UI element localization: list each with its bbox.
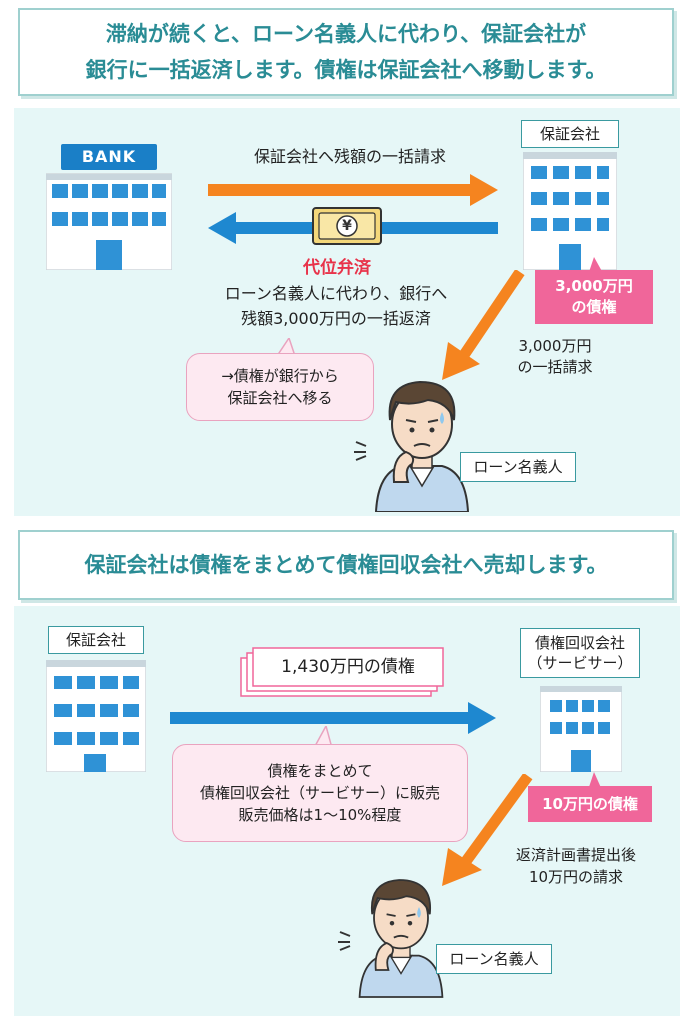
bubble1-tail (276, 338, 296, 356)
yen-banknote-icon (312, 207, 382, 245)
claim-box-line1: 3,000万円 (555, 277, 633, 295)
bubble2-line2: 債権回収会社（サービサー）に販売 (199, 784, 440, 802)
guarantor-building-icon (523, 152, 617, 270)
blue-arrow-right (170, 702, 496, 734)
borrower-label-2: ローン名義人 (436, 944, 552, 974)
subrogation-title: 代位弁済 (303, 258, 371, 278)
sweat-marks-icon-2 (338, 931, 351, 951)
worried-borrower-icon (374, 380, 470, 512)
section2-header-line1: 保証会社は債権をまとめて債権回収会社へ売却します。 (84, 553, 608, 577)
servicer-label-line2: （サービサー） (527, 654, 633, 672)
claim-box-3000: 3,000万円 の債権 (535, 270, 653, 324)
bank-building-icon (46, 144, 172, 270)
yen-symbol: ¥ (342, 218, 352, 234)
claim-box-10: 10万円の債権 (528, 786, 652, 822)
bubble2-tail (313, 726, 333, 748)
bubble-claim-transfer: →債権が銀行から 保証会社へ移る (186, 353, 374, 421)
bank-sign-text: BANK (81, 147, 137, 166)
section1-header-line2: 銀行に一括返済します。債権は保証会社へ移動します。 (85, 58, 607, 82)
servicer-building-icon (540, 686, 622, 772)
orange-diagonal-arrow-2 (442, 774, 533, 886)
bubble1-line2: 保証会社へ移る (227, 389, 333, 407)
subrogation-line2: 残額3,000万円の一括返済 (241, 309, 431, 328)
section1-header-line1: 滞納が続くと、ローン名義人に代わり、保証会社が (105, 22, 587, 46)
guarantor-building-icon-2 (46, 660, 146, 772)
bubble2-line3: 販売価格は1〜10%程度 (238, 806, 402, 824)
claim-box-line2: の債権 (571, 298, 617, 316)
section2-header: 保証会社は債権をまとめて債権回収会社へ売却します。 (18, 530, 674, 600)
worried-borrower-icon-2 (358, 879, 444, 998)
orange-diagonal-arrow (442, 270, 525, 380)
section1-header: 滞納が続くと、ローン名義人に代わり、保証会社が 銀行に一括返済します。債権は保証… (18, 8, 674, 96)
bubble2-line1: 債権をまとめて (267, 762, 373, 780)
claim-box2-pointer (588, 772, 602, 790)
repay-line1: 返済計画書提出後 (515, 846, 636, 864)
claim-card-text: 1,430万円の債権 (281, 657, 415, 677)
guarantor-label-2: 保証会社 (48, 626, 144, 654)
subrogation-line1: ローン名義人に代わり、銀行へ (224, 284, 448, 303)
lump-sum-line2: の一括請求 (517, 358, 593, 376)
sweat-marks-icon (354, 441, 367, 461)
bubble1-line1: →債権が銀行から (221, 367, 339, 385)
servicer-label-line1: 債権回収会社 (534, 634, 625, 652)
claim-card-stack (240, 647, 444, 697)
top-arrow-text: 保証会社へ残額の一括請求 (253, 147, 446, 166)
borrower-label-1: ローン名義人 (460, 452, 576, 482)
lump-sum-line1: 3,000万円 (518, 337, 592, 355)
bubble-sale: 債権をまとめて 債権回収会社（サービサー）に販売 販売価格は1〜10%程度 (172, 744, 468, 842)
repay-line2: 10万円の請求 (528, 868, 624, 886)
servicer-label: 債権回収会社 （サービサー） (520, 628, 640, 678)
guarantor-label-1: 保証会社 (521, 120, 619, 148)
orange-arrow-right (208, 174, 498, 206)
